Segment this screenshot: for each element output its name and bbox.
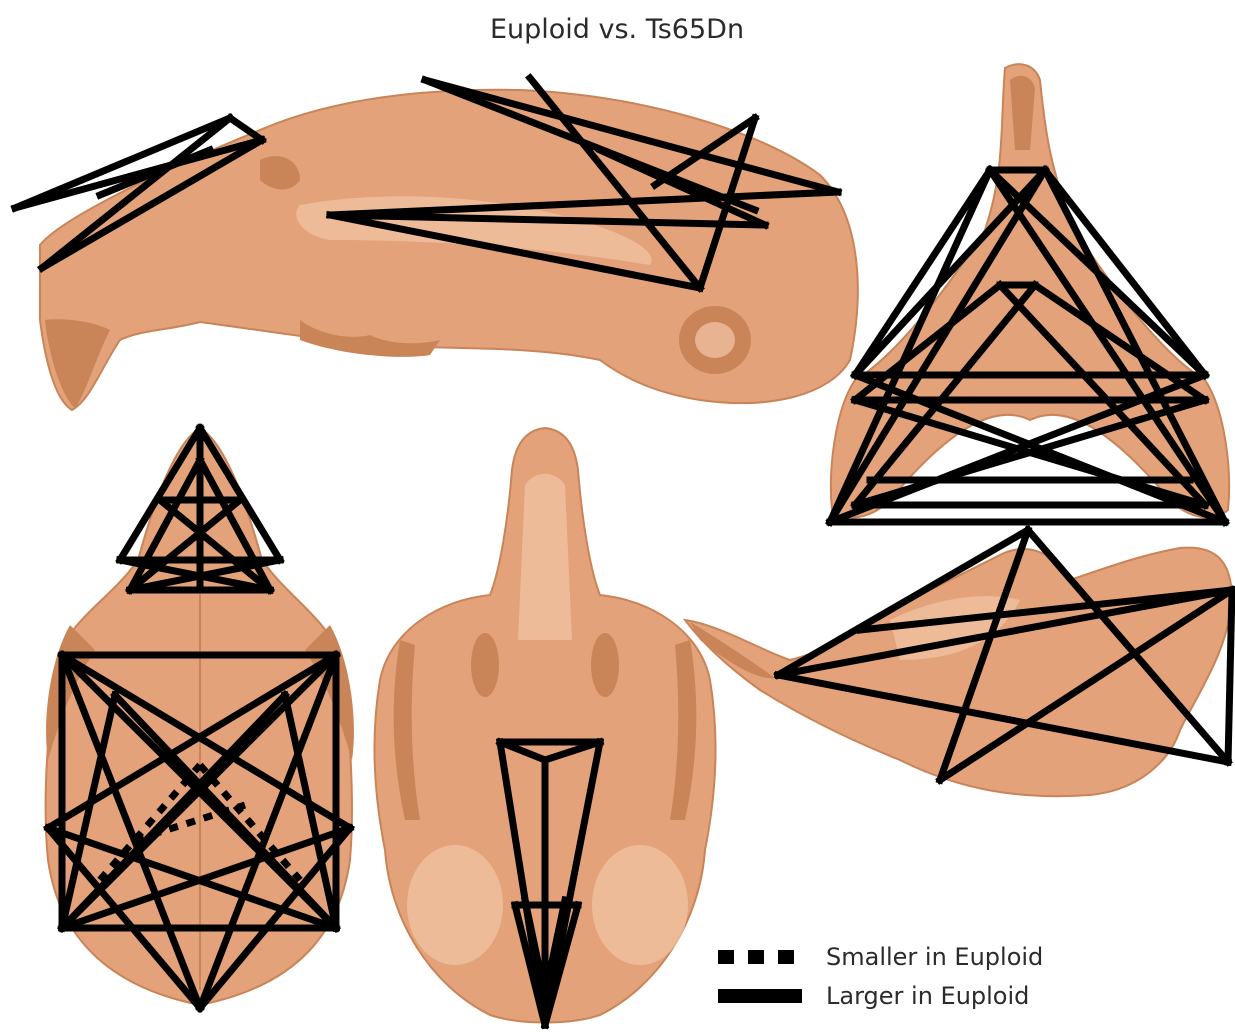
skull-lateral-view [15, 78, 858, 410]
legend-label-larger: Larger in Euploid [826, 982, 1029, 1010]
legend: Smaller in Euploid Larger in Euploid [718, 943, 1043, 1010]
legend-item-larger: Larger in Euploid [718, 982, 1029, 1010]
mandible-lateral-view [685, 530, 1232, 796]
skull-ventral-view [375, 428, 716, 1025]
skull-dorsal-view [46, 428, 354, 1008]
legend-label-smaller: Smaller in Euploid [826, 943, 1043, 971]
mandible-frontal-view [830, 64, 1229, 522]
figure-title: Euploid vs. Ts65Dn [490, 14, 744, 45]
legend-item-smaller: Smaller in Euploid [718, 943, 1043, 971]
